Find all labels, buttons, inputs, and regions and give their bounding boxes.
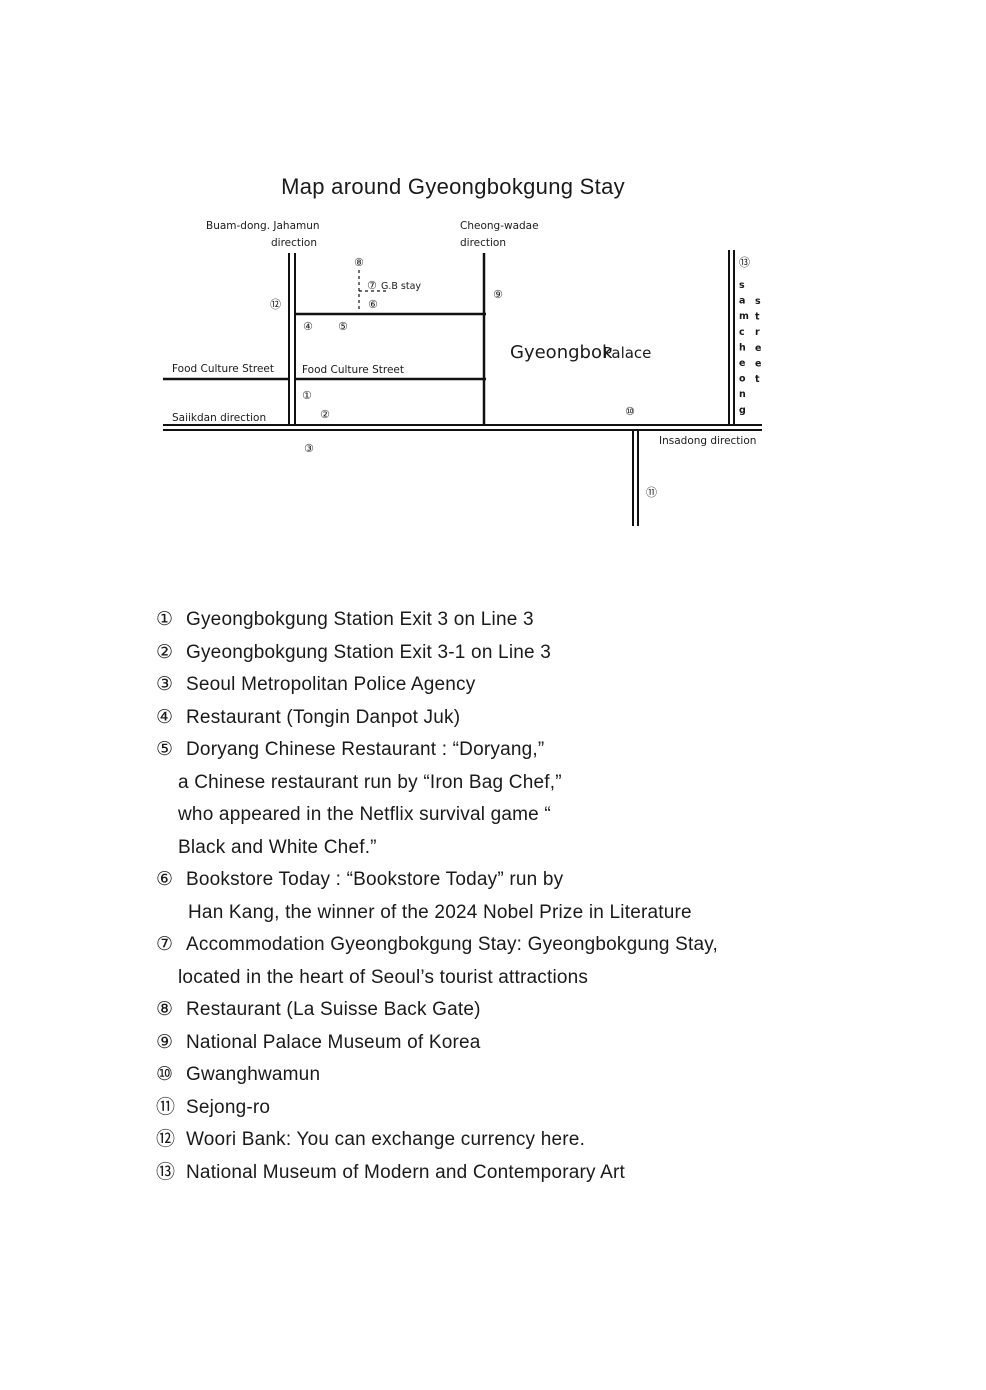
legend-text: National Palace Museum of Korea [186, 1031, 481, 1053]
marker-1: ① [302, 389, 312, 402]
legend-number: ⑬ [156, 1161, 176, 1183]
legend-text: located in the heart of Seoul’s tourist … [178, 966, 589, 988]
legend-number: ⑪ [156, 1096, 176, 1118]
legend-text: National Museum of Modern and Contempora… [186, 1161, 626, 1183]
legend-text: who appeared in the Netflix survival gam… [178, 804, 551, 825]
samcheong-letter: g [739, 405, 746, 416]
marker-10: ⑩ [625, 405, 635, 418]
legend-number: ⑫ [156, 1129, 176, 1150]
legend-number: ⑥ [156, 869, 174, 890]
samcheong-letter: s [739, 280, 745, 291]
marker-4: ④ [303, 320, 313, 333]
legend-item: ③ Seoul Metropolitan Police Agency [156, 669, 856, 702]
label-cheong-direction: direction [460, 237, 506, 249]
legend-text: Gwanghwamun [186, 1064, 321, 1085]
legend-text: Gyeongbokgung Station Exit 3-1 on Line 3 [186, 641, 552, 663]
label-insadong: Insadong direction [659, 435, 756, 447]
street-letter: s [755, 296, 761, 307]
marker-7: ⑦ [367, 279, 377, 292]
legend-item: ① Gyeongbokgung Station Exit 3 on Line 3 [156, 604, 856, 637]
street-letter: t [755, 374, 760, 385]
marker-6: ⑥ [368, 298, 378, 311]
marker-12: ⑫ [270, 298, 281, 311]
legend-text: Bookstore Today : “Bookstore Today” run … [186, 869, 564, 890]
legend-text: a Chinese restaurant run by “Iron Bag Ch… [178, 771, 562, 793]
markers: ① ② ③ ④ ⑤ ⑥ ⑦ ⑧ ⑨ ⑩ ⑪ ⑫ ⑬ [270, 256, 750, 499]
legend-number: ③ [156, 674, 174, 695]
legend-item: ⑨ National Palace Museum of Korea [156, 1027, 856, 1060]
legend-text: Seoul Metropolitan Police Agency [186, 674, 476, 695]
label-cheong: Cheong-wadae [460, 220, 539, 232]
samcheong-letter: n [739, 389, 746, 400]
map-legend: ① Gyeongbokgung Station Exit 3 on Line 3 ②… [156, 604, 856, 1189]
legend-text: Han Kang, the winner of the 2024 Nobel P… [188, 901, 692, 923]
label-gb-stay: G.B stay [381, 281, 421, 292]
street-map: Buam-dong. Jahamun direction Cheong-wada… [163, 220, 762, 526]
samcheong-letter: e [739, 358, 745, 369]
map-title: Map around Gyeongbokgung Stay [281, 174, 625, 199]
legend-text: Restaurant (La Suisse Back Gate) [186, 999, 481, 1020]
legend-text: Restaurant (Tongin Danpot Juk) [186, 706, 461, 728]
samcheong-letter: h [739, 342, 746, 353]
marker-8: ⑧ [354, 256, 364, 269]
marker-3: ③ [304, 442, 314, 455]
legend-item: ⑩ Gwanghwamun [156, 1059, 856, 1092]
legend-text: Woori Bank: You can exchange currency he… [186, 1129, 586, 1150]
label-food-left: Food Culture Street [172, 363, 274, 375]
street-letter: e [755, 343, 761, 354]
roads [163, 250, 762, 526]
street-letter: t [755, 312, 760, 323]
legend-item: ② Gyeongbokgung Station Exit 3-1 on Line … [156, 637, 856, 670]
legend-number: ⑦ [156, 934, 174, 955]
legend-item: ⑤ Doryang Chinese Restaurant : “Doryang,”… [156, 734, 856, 864]
legend-number: ⑧ [156, 999, 174, 1020]
samcheong-letter: a [739, 296, 745, 307]
marker-5: ⑤ [338, 320, 348, 333]
legend-text: Gyeongbokgung Station Exit 3 on Line 3 [186, 609, 534, 630]
legend-item: ④ Restaurant (Tongin Danpot Juk) [156, 702, 856, 735]
street-letter: r [755, 327, 760, 338]
street-letter: e [755, 358, 761, 369]
marker-11: ⑪ [646, 486, 657, 499]
label-palace-main: Gyeongbok [510, 342, 613, 363]
legend-item: ⑥ Bookstore Today : “Bookstore Today” run… [156, 864, 856, 929]
legend-number: ② [156, 641, 174, 663]
legend-item: ⑪ Sejong-ro [156, 1092, 856, 1125]
marker-13: ⑬ [739, 256, 750, 269]
legend-text: Doryang Chinese Restaurant : “Doryang,” [186, 739, 545, 760]
legend-text: Black and White Chef.” [178, 836, 377, 858]
label-buam-direction: direction [271, 237, 317, 249]
legend-item: ⑧ Restaurant (La Suisse Back Gate) [156, 994, 856, 1027]
legend-text: Accommodation Gyeongbokgung Stay: Gyeong… [186, 934, 719, 955]
legend-item: ⑫ Woori Bank: You can exchange currency h… [156, 1124, 856, 1157]
label-food-right: Food Culture Street [302, 364, 404, 376]
samcheong-letter: c [739, 327, 745, 338]
legend-number: ① [156, 609, 174, 630]
legend-number: ⑩ [156, 1064, 174, 1085]
legend-number: ⑨ [156, 1031, 174, 1053]
label-buam: Buam-dong. Jahamun [206, 220, 320, 232]
legend-number: ④ [156, 706, 174, 728]
legend-text: Sejong-ro [186, 1096, 271, 1118]
label-palace-sub: Palace [603, 344, 651, 362]
legend-number: ⑤ [156, 739, 174, 760]
marker-2: ② [320, 408, 330, 421]
label-sajikdan: Saiikdan direction [172, 412, 266, 424]
samcheong-letter: m [739, 311, 749, 322]
marker-9: ⑨ [493, 288, 503, 301]
legend-item: ⑬ National Museum of Modern and Contempor… [156, 1157, 856, 1190]
legend-item: ⑦ Accommodation Gyeongbokgung Stay: Gyeon… [156, 929, 856, 994]
samcheong-letter: o [739, 374, 746, 385]
